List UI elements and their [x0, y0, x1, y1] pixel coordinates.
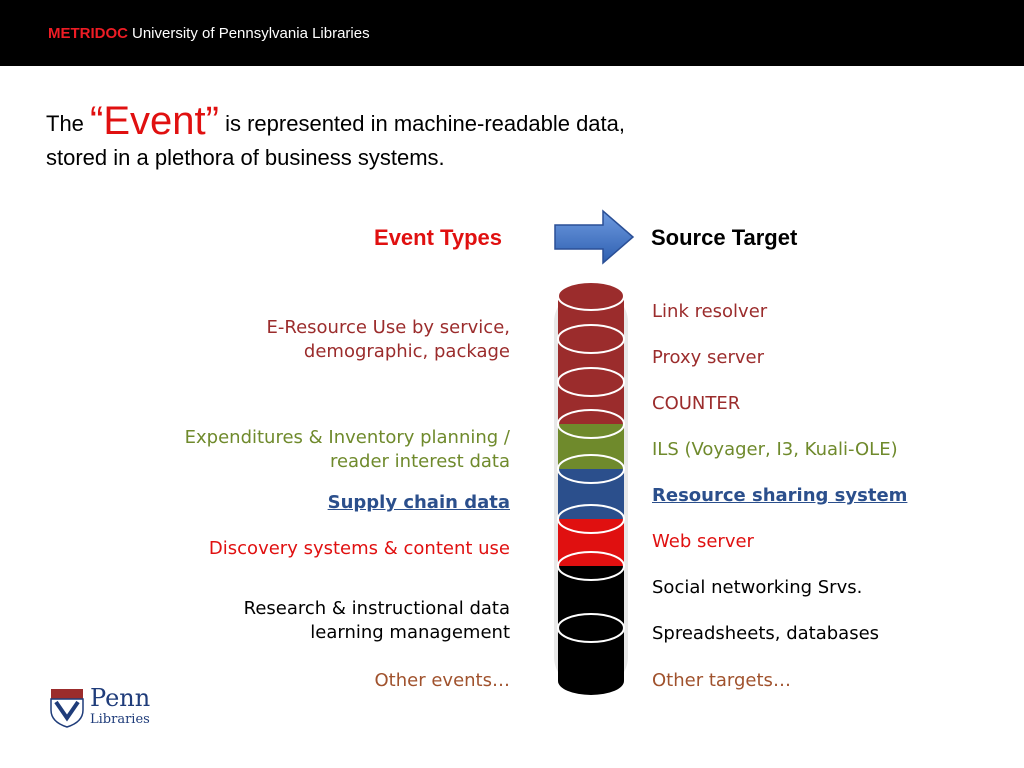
source-target-item: Link resolver [652, 301, 768, 322]
source-target-item: Web server [652, 531, 754, 552]
stack-ring [557, 454, 625, 484]
headline-part2: is represented in machine-readable data, [218, 111, 626, 136]
source-target-item: ILS (Voyager, I3, Kuali-OLE) [652, 439, 898, 460]
slide-headline: The “Event” is represented in machine-re… [46, 101, 806, 175]
stack-ring [557, 504, 625, 534]
stack-segment-base [558, 667, 624, 695]
source-target-item: Other targets… [652, 670, 791, 691]
source-target-item: Spreadsheets, databases [652, 623, 880, 644]
event-type-item: Other events… [375, 669, 510, 693]
stack-segment [558, 296, 624, 424]
source-target-item: Social networking Srvs. [652, 577, 863, 598]
event-type-line: demographic, package [303, 341, 510, 362]
headline-part1: The [46, 111, 84, 136]
source-target-item: COUNTER [652, 393, 741, 414]
event-type-item: Research & instructional data learning ma… [244, 597, 510, 645]
logo-sub: Libraries [90, 712, 150, 727]
event-type-item: Expenditures & Inventory planning / reade… [185, 426, 510, 474]
stack-ring [557, 409, 625, 439]
stack-top-cap [557, 281, 625, 311]
event-types-header: Event Types [374, 225, 502, 250]
data-cylinder-stack [554, 281, 628, 695]
stack-ring [557, 367, 625, 397]
headline-line2: stored in a plethora of business systems… [46, 145, 445, 170]
headline-emphasis: “Event” [90, 99, 219, 143]
source-target-header: Source Target [651, 225, 798, 250]
event-type-item: Discovery systems & content use [209, 537, 510, 561]
event-type-line: Supply chain data [327, 492, 510, 513]
penn-shield-icon [50, 689, 84, 728]
event-type-line: reader interest data [329, 451, 510, 472]
event-type-line: Expenditures & Inventory planning / [184, 427, 510, 448]
event-type-item[interactable]: Supply chain data [328, 491, 510, 515]
logo-name: Penn [90, 684, 151, 712]
event-type-item: E-Resource Use by service, demographic, p… [267, 316, 510, 364]
stack-segment [558, 566, 624, 681]
brand-text: University of Pennsylvania Libraries [132, 25, 370, 42]
penn-libraries-logo: Penn Libraries [50, 684, 150, 733]
source-target-item: Proxy server [652, 347, 765, 368]
right-arrow-icon [554, 209, 635, 265]
source-target-item[interactable]: Resource sharing system [652, 485, 908, 506]
stack-ring [557, 613, 625, 643]
stack-ring [557, 551, 625, 581]
event-type-line: Research & instructional data [243, 598, 510, 619]
event-type-line: Other events… [374, 670, 510, 691]
stack-ring [557, 324, 625, 354]
event-type-line: E-Resource Use by service, [266, 317, 510, 338]
brand-accent: METRIDOC [48, 25, 128, 42]
event-type-line: Discovery systems & content use [208, 538, 510, 559]
event-type-line: learning management [310, 622, 510, 643]
